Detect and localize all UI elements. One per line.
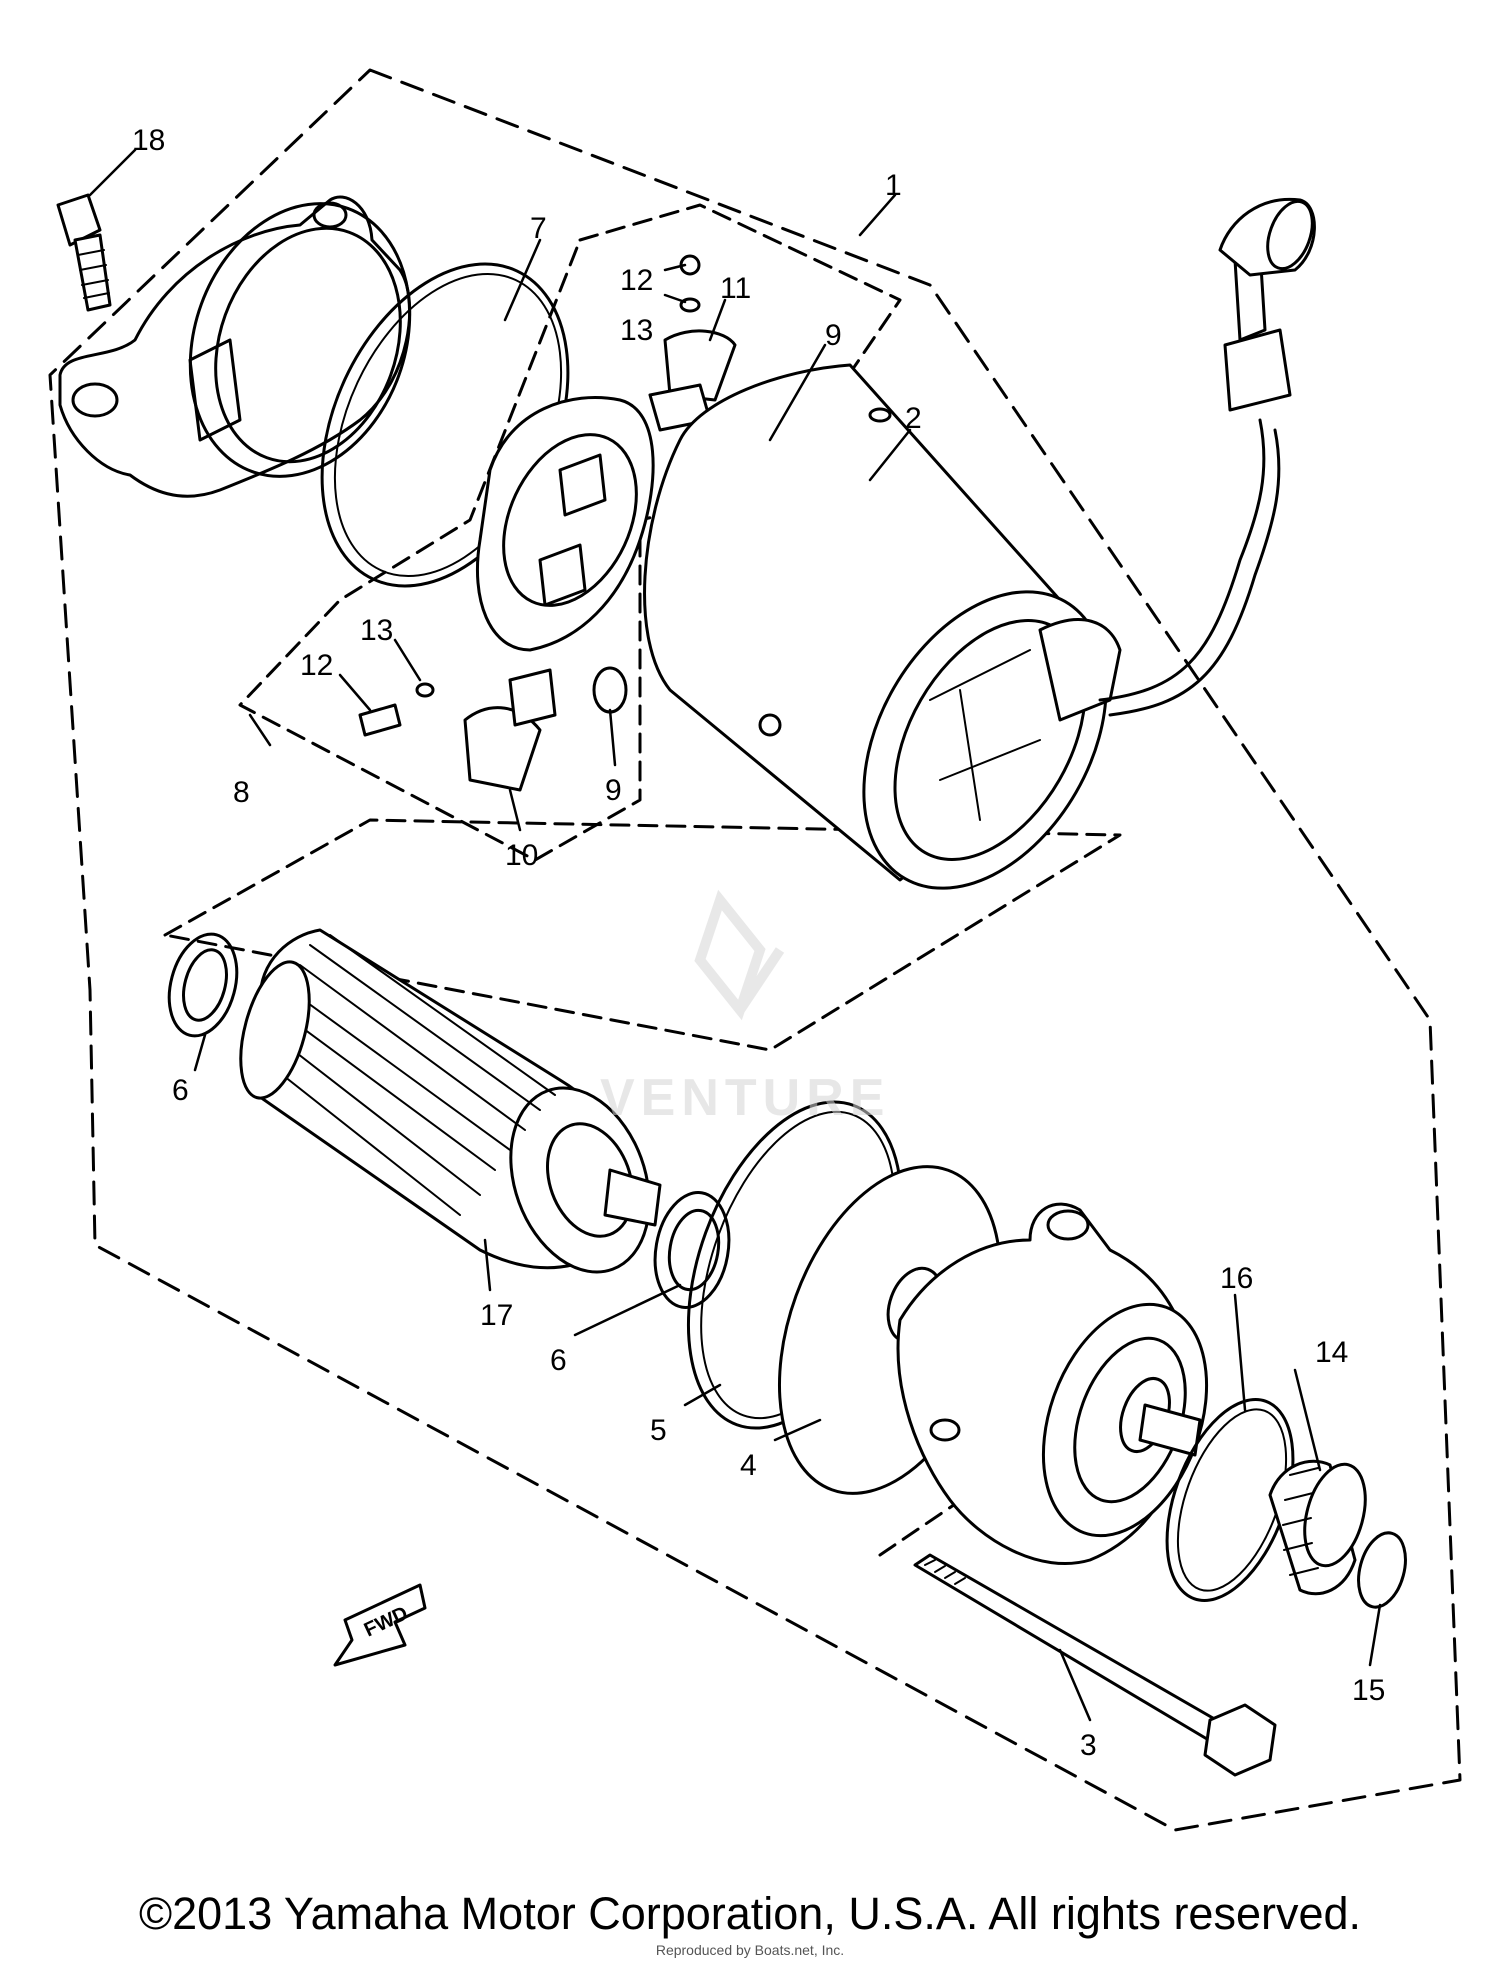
callout-2: 2 <box>905 402 922 435</box>
callout-12-lower: 12 <box>300 649 333 682</box>
watermark-text: VENTURE <box>600 1069 890 1127</box>
washer-6-right <box>653 1191 731 1309</box>
circlip-15 <box>1357 1531 1407 1609</box>
callout-5: 5 <box>650 1414 667 1447</box>
callout-1: 1 <box>885 169 902 202</box>
brush-11 <box>648 329 737 432</box>
copyright-notice: ©2013 Yamaha Motor Corporation, U.S.A. A… <box>138 1888 1362 1939</box>
yoke-group-boundary <box>163 818 1122 1052</box>
rear-end-cover <box>58 195 412 498</box>
callout-4: 4 <box>740 1449 757 1482</box>
screw-12-lower <box>358 703 402 737</box>
yoke-2 <box>643 363 1122 890</box>
front-end-cover <box>896 1202 1209 1565</box>
callout-6-left: 6 <box>172 1074 189 1107</box>
through-bolt-3 <box>913 1553 1277 1777</box>
washer-6-left <box>167 932 239 1038</box>
callout-3: 3 <box>1080 1729 1097 1762</box>
bolt-18 <box>56 193 112 312</box>
callout-6-right: 6 <box>550 1344 567 1377</box>
armature-17 <box>239 928 662 1274</box>
callout-9-lower: 9 <box>605 774 622 807</box>
callout-14: 14 <box>1315 1336 1348 1369</box>
callout-18: 18 <box>132 124 165 157</box>
callout-8: 8 <box>233 776 250 809</box>
brush-holder-group-boundary <box>238 203 902 862</box>
brush-plate <box>475 396 655 652</box>
spring-9-lower <box>592 666 628 714</box>
watermark: VENTURE <box>600 889 890 1127</box>
callout-12-upper: 12 <box>620 264 653 297</box>
washer-13-lower <box>415 682 435 698</box>
callout-9-upper: 9 <box>825 319 842 352</box>
fwd-arrow <box>333 1583 427 1667</box>
lead-wire <box>1098 197 1316 717</box>
starter-motor-exploded-diagram: FWD VENTURE 18 1 7 12 13 11 9 2 13 12 8 … <box>48 68 1462 1832</box>
callout-11: 11 <box>720 272 751 305</box>
callout-15: 15 <box>1352 1674 1385 1707</box>
assembly-boundary <box>48 68 1462 1832</box>
callout-10: 10 <box>505 839 538 872</box>
callout-13-lower: 13 <box>360 614 393 647</box>
callout-17: 17 <box>480 1299 513 1332</box>
callout-7: 7 <box>530 212 547 245</box>
reproduced-notice: Reproduced by Boats.net, Inc. <box>655 1942 845 1958</box>
gear-14 <box>1268 1459 1367 1596</box>
washer-13-upper <box>679 297 701 313</box>
brush-10 <box>463 668 557 792</box>
callout-13-upper: 13 <box>620 314 653 347</box>
callout-16: 16 <box>1220 1262 1253 1295</box>
